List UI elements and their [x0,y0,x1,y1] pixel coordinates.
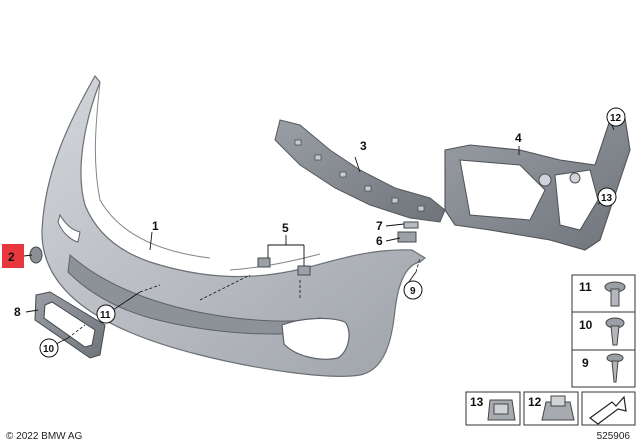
callout-9: 9 [410,286,416,297]
callout-6: 6 [376,234,383,248]
callout-12: 12 [610,113,622,124]
nut-clip-icon [541,395,575,421]
sheet-metal-screw-icon [606,353,624,383]
callout-13-circle: 13 [597,187,617,207]
legend-label-11: 11 [579,280,592,294]
callout-12-circle: 12 [606,107,626,127]
small-bracket [397,221,419,243]
legend-label-10: 10 [579,318,593,332]
legend-label-12: 12 [528,395,542,409]
grille-frame [444,117,631,251]
forward-arrow-icon [588,395,627,425]
callout-8: 8 [14,305,21,319]
diagram-number: 525906 [596,431,630,442]
callout-4: 4 [515,131,522,145]
callout-1: 1 [152,219,159,233]
fastener-legend: 11 10 9 [571,274,636,388]
callout-9-circle: 9 [403,280,423,300]
clip-icon [487,399,516,421]
copyright-text: © 2022 BMW AG [6,431,83,442]
clip-legend: 13 12 [465,391,636,426]
callout-2: 2 [8,250,15,264]
bumper-cover [41,74,427,377]
callout-11-circle: 11 [96,304,116,324]
callout-13: 13 [601,193,613,204]
callout-3: 3 [360,139,367,153]
legend-label-13: 13 [470,395,484,409]
callout-5: 5 [282,221,289,235]
callout-11: 11 [100,310,111,321]
torx-bolt-icon [604,281,626,307]
callout-10: 10 [43,344,55,355]
legend-label-9: 9 [582,356,589,370]
callout-2-highlight [2,244,24,268]
license-plate-base [34,291,106,359]
callout-10-circle: 10 [39,338,59,358]
screw-icon [605,317,625,346]
callout-7: 7 [376,219,383,233]
